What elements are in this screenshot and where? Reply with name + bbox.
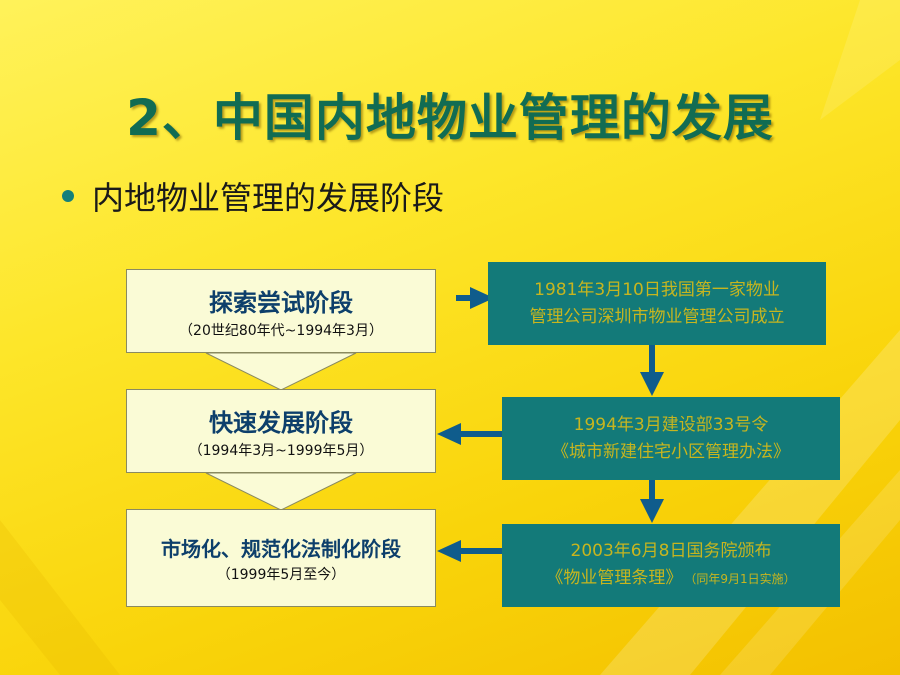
stage-box-marketization: 市场化、规范化法制化阶段 （1999年5月至今） [126, 509, 436, 607]
arrow-event3-to-stage3 [437, 540, 502, 562]
stage-down-arrow-2 [205, 472, 357, 511]
stage-down-arrow-1 [205, 352, 357, 391]
event-line-text: 《物业管理条理》 [546, 568, 683, 588]
slide-title: 2、中国内地物业管理的发展 [126, 89, 774, 147]
stage-period: （20世纪80年代~1994年3月） [179, 322, 383, 339]
event-note: （同年9月1日实施） [690, 572, 796, 586]
arrow-event2-to-stage2 [437, 423, 502, 445]
event-line-with-note: 《物业管理条理》 （同年9月1日实施） [546, 565, 795, 593]
event-line: 1994年3月建设部33号令 [573, 414, 769, 435]
bullet-text: 内地物业管理的发展阶段 [92, 179, 445, 217]
arrow-event1-to-event2 [640, 345, 664, 396]
event-line: 1981年3月10日我国第一家物业 [534, 279, 780, 300]
stage-name: 市场化、规范化法制化阶段 [161, 536, 401, 561]
event-box-2003: 2003年6月8日国务院颁布 《物业管理条理》 （同年9月1日实施） [502, 524, 840, 607]
arrow-event2-to-event3 [640, 480, 664, 523]
stage-box-exploration: 探索尝试阶段 （20世纪80年代~1994年3月） [126, 269, 436, 353]
event-line: 2003年6月8日国务院颁布 [570, 541, 772, 561]
bullet-dot-icon [62, 190, 74, 202]
event-line: 《城市新建住宅小区管理办法》 [552, 441, 790, 462]
arrow-stage1-to-event1 [456, 287, 494, 309]
bullet-item: 内地物业管理的发展阶段 [62, 172, 444, 220]
event-line: 管理公司深圳市物业管理公司成立 [529, 306, 785, 327]
stage-box-rapid-development: 快速发展阶段 （1994年3月~1999年5月） [126, 389, 436, 473]
stage-name: 快速发展阶段 [209, 408, 353, 437]
event-box-1981: 1981年3月10日我国第一家物业 管理公司深圳市物业管理公司成立 [488, 262, 826, 345]
stage-name: 探索尝试阶段 [209, 288, 353, 317]
stage-period: （1994年3月~1999年5月） [188, 442, 374, 459]
event-box-1994: 1994年3月建设部33号令 《城市新建住宅小区管理办法》 [502, 397, 840, 480]
stage-period: （1999年5月至今） [216, 566, 346, 583]
